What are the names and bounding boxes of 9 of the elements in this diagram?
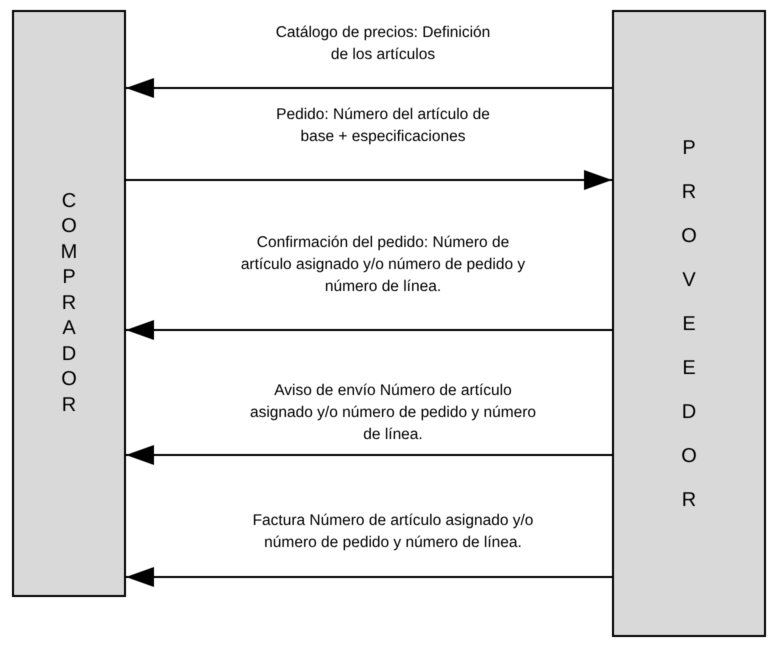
actor-box [612, 10, 766, 637]
actor-box [12, 10, 126, 597]
arrow [126, 320, 612, 340]
vertical-label: PROVEEDOR [680, 136, 698, 512]
arrow [126, 445, 612, 465]
vertical-label: COMPRADOR [60, 188, 78, 418]
arrow [126, 567, 612, 587]
arrow [126, 78, 612, 98]
arrow [126, 170, 612, 190]
